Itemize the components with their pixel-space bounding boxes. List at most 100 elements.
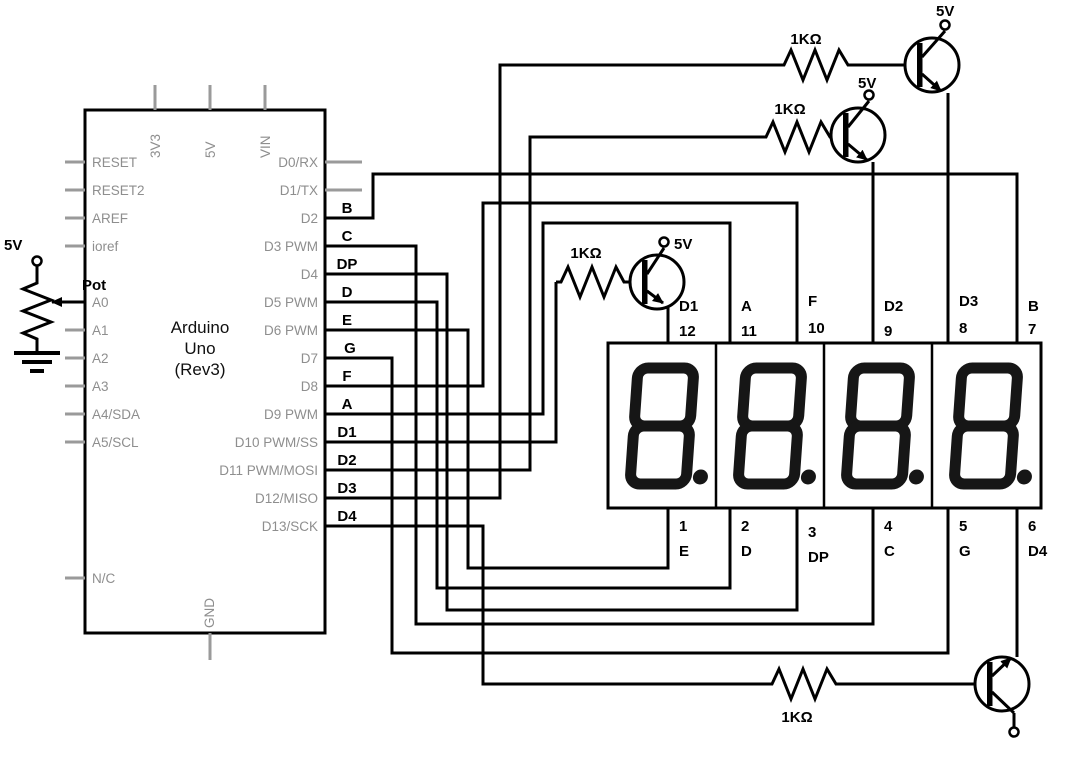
display-pin6-num: 6 xyxy=(1028,518,1036,535)
signal-wires xyxy=(325,63,1019,686)
pin-label-d2: D2 xyxy=(301,211,318,226)
pin-label-d6: D6 PWM xyxy=(264,323,318,338)
display-pin7-num: 7 xyxy=(1028,321,1036,338)
transistor2-collector xyxy=(846,100,871,128)
wire-label-d4: D4 xyxy=(337,508,357,525)
wire-label-d1: D1 xyxy=(337,424,356,441)
digit-4-upper xyxy=(953,362,1023,432)
pin-label-d12: D12/MISO xyxy=(255,491,318,506)
pin-label-reset2: RESET2 xyxy=(92,183,145,198)
transistor1-5v-label: 5V xyxy=(936,3,954,20)
display-top-pin-labels: D1 12 A 11 F 10 D2 9 D3 8 B 7 xyxy=(679,293,1039,340)
transistor2-emitter-arrow xyxy=(847,142,868,162)
wire-g xyxy=(325,356,950,655)
display-pin2-name: D xyxy=(741,543,752,560)
wire-label-d3: D3 xyxy=(337,480,356,497)
wire-label-b: B xyxy=(342,200,353,217)
transistor3-body xyxy=(628,253,686,311)
digit-3-decimal-point xyxy=(908,469,924,485)
display-pin9-num: 9 xyxy=(884,323,892,340)
pin-label-d8: D8 xyxy=(301,379,318,394)
pin-label-a0: A0 xyxy=(92,295,109,310)
transistor2-5v-terminal xyxy=(863,89,875,101)
transistor1-base-bar xyxy=(917,43,923,87)
pin-label-ioref: ioref xyxy=(92,239,119,254)
pin-label-d13: D13/SCK xyxy=(262,519,318,534)
pin-label-aref: AREF xyxy=(92,211,128,226)
wire-label-e: E xyxy=(342,312,352,329)
digit-4-eight xyxy=(949,362,1032,490)
display-pin10-num: 10 xyxy=(808,320,825,337)
digit-3-lower xyxy=(841,420,911,490)
transistor4-base-bar xyxy=(987,662,993,706)
display-pin1-num: 1 xyxy=(679,518,687,535)
display-pin3-name: DP xyxy=(808,549,829,566)
digit-3-upper xyxy=(845,362,915,432)
digit-2-decimal-point xyxy=(800,469,816,485)
ground-symbol xyxy=(14,351,60,373)
pot-label: Pot xyxy=(82,277,106,294)
wire-label-dp: DP xyxy=(337,256,358,273)
display-pin8-num: 8 xyxy=(959,320,967,337)
resistor-bottom-label: 1KΩ xyxy=(781,709,812,726)
transistor-digit2: 5V xyxy=(829,75,887,343)
wire-label-c: C xyxy=(342,228,353,245)
pot-resistor-zigzag xyxy=(18,279,56,342)
wire-label-g: G xyxy=(344,340,356,357)
digit-2-upper xyxy=(737,362,807,432)
wire-label-d: D xyxy=(342,284,353,301)
pin-label-nc: N/C xyxy=(92,571,116,586)
display-pin1-name: E xyxy=(679,543,689,560)
pin-label-reset: RESET xyxy=(92,155,137,170)
transistor4-terminal xyxy=(1008,726,1020,738)
wire-label-f: F xyxy=(342,368,351,385)
display-pin7-name: B xyxy=(1028,298,1039,315)
wire-label-a: A xyxy=(342,396,353,413)
pin-label-gnd: GND xyxy=(202,598,217,628)
wire-b xyxy=(325,172,1019,343)
display-bottom-pin-labels: 1 E 2 D 3 DP 4 C 5 G 6 D4 xyxy=(679,518,1048,566)
pin-label-d0-rx: D0/RX xyxy=(278,155,318,170)
resistor-second-label: 1KΩ xyxy=(774,101,805,118)
display-pin11-num: 11 xyxy=(741,323,757,340)
transistor1-collector xyxy=(920,30,947,58)
arduino-title-line3: (Rev3) xyxy=(174,360,225,379)
pin-label-d11: D11 PWM/MOSI xyxy=(219,463,318,478)
transistor3-base-bar xyxy=(642,260,648,304)
digit-4-decimal-point xyxy=(1016,469,1032,485)
digit-2-lower xyxy=(733,420,803,490)
pin-label-a2: A2 xyxy=(92,351,109,366)
seven-segment-display xyxy=(606,341,1043,510)
wire-f xyxy=(325,201,799,388)
pin-label-a4-sda: A4/SDA xyxy=(92,407,140,422)
display-pin12-num: 12 xyxy=(679,323,696,340)
pin-label-vin: VIN xyxy=(258,135,273,158)
wire-a xyxy=(325,221,732,416)
transistor1-5v-terminal xyxy=(939,19,951,31)
pot-5v-label: 5V xyxy=(4,237,22,254)
display-pin9-name: D2 xyxy=(884,298,903,315)
pin-label-d1-tx: D1/TX xyxy=(280,183,318,198)
transistor2-base-bar xyxy=(843,113,849,157)
pot-5v-terminal xyxy=(31,255,43,267)
display-pin10-name: F xyxy=(808,293,817,310)
display-pin4-name: C xyxy=(884,543,895,560)
digit-1-upper xyxy=(629,362,699,432)
wire-digit1 xyxy=(325,282,558,444)
wire-dp xyxy=(325,272,799,612)
display-pin8-name: D3 xyxy=(959,293,978,310)
display-pin11-name: A xyxy=(741,298,752,315)
pin-label-a3: A3 xyxy=(92,379,109,394)
pin-label-d5: D5 PWM xyxy=(264,295,318,310)
display-pin5-name: G xyxy=(959,543,971,560)
resistor-middle xyxy=(556,262,642,302)
pin-label-d10: D10 PWM/SS xyxy=(235,435,318,450)
transistor3-5v-label: 5V xyxy=(674,236,692,253)
display-pin6-name: D4 xyxy=(1028,543,1048,560)
digit-2-eight xyxy=(733,362,816,490)
resistor-bottom xyxy=(766,664,844,704)
wire-digit4 xyxy=(325,524,766,686)
wire-labels: B C DP D E G F A D1 D2 D3 D4 xyxy=(337,200,358,525)
transistor2-5v-label: 5V xyxy=(858,75,876,92)
